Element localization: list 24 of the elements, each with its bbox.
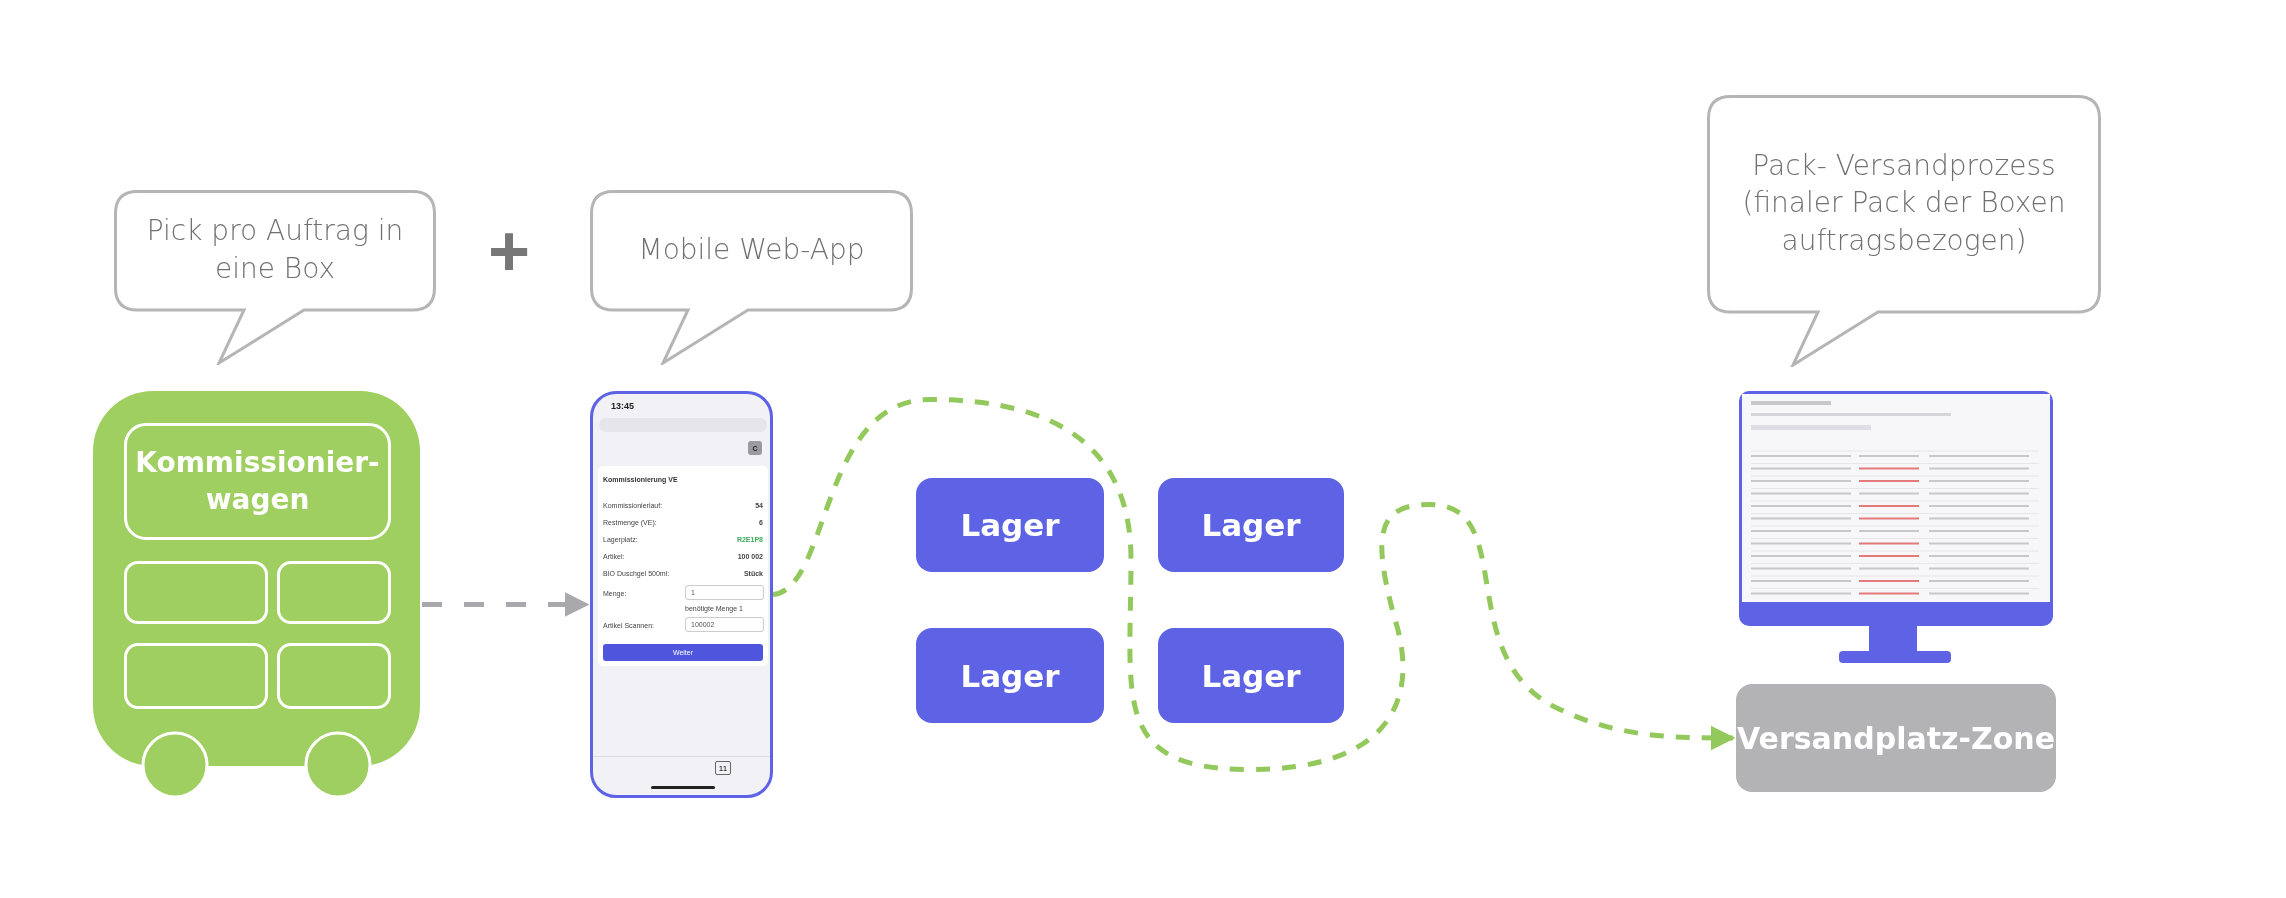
phone-drawing bbox=[590, 391, 773, 798]
dashed-arrow bbox=[422, 592, 590, 617]
cart-compartment bbox=[124, 561, 268, 624]
cart-compartment bbox=[277, 561, 391, 624]
dashed-arrow bbox=[771, 397, 1736, 772]
speech-bubble bbox=[1707, 95, 2101, 367]
monitor-drawing bbox=[1739, 391, 2053, 665]
bubble-text: Pick pro Auftrag in eine Box bbox=[145, 213, 405, 287]
cart-compartment bbox=[277, 643, 391, 709]
shipping-zone-box: Versandplatz-Zone bbox=[1736, 684, 2056, 792]
cart-compartment bbox=[124, 643, 268, 709]
clock-text: 13:45 bbox=[611, 402, 635, 411]
storage-box: Lager bbox=[916, 478, 1104, 572]
bubble-text: Mobile Web-App bbox=[637, 232, 866, 269]
cart-label-box: Kommissionier- wagen bbox=[124, 423, 391, 540]
bubble-text: Pack- Versandprozess (finaler Pack der Boxen auftragsbezogen) bbox=[1741, 147, 2067, 260]
plus-sign: + bbox=[488, 215, 531, 287]
storage-box: Lager bbox=[1158, 628, 1344, 723]
speech-bubble bbox=[590, 190, 913, 365]
storage-box: Lager bbox=[1158, 478, 1344, 572]
speech-bubble bbox=[114, 190, 436, 365]
tab-count-button: 11 bbox=[715, 761, 731, 775]
storage-box: Lager bbox=[916, 628, 1104, 723]
cart-drawing bbox=[93, 391, 420, 798]
